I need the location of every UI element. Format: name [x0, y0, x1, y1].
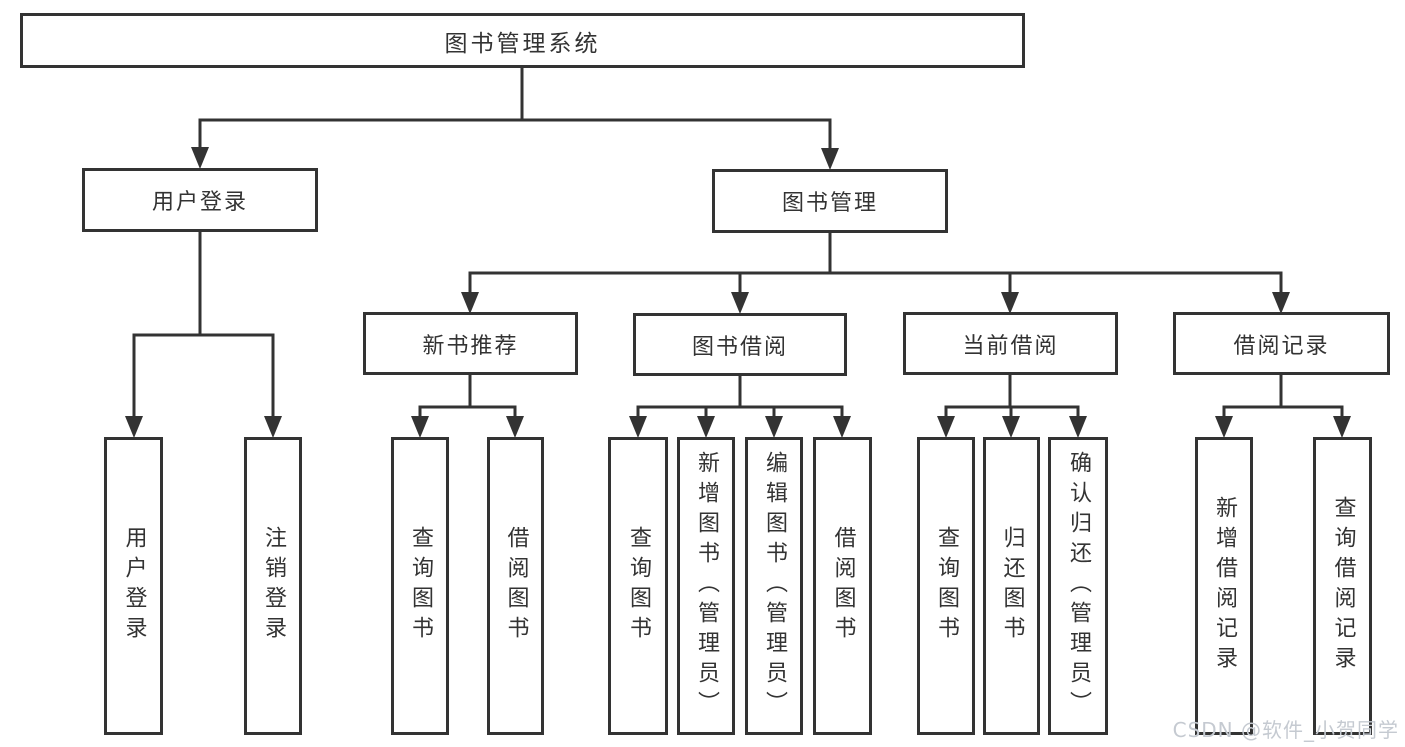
leaf-newbook-borrow-books: 借阅图书 [487, 437, 544, 735]
node-label: 借阅图书 [503, 526, 529, 646]
node-label: 用户登录 [151, 190, 248, 215]
node-label: 归还图书 [999, 526, 1025, 646]
leaf-current-confirm-return-admin: 确认归还（管理员） [1048, 437, 1108, 735]
leaf-logout: 注销登录 [244, 437, 302, 735]
node-label: 借阅图书 [830, 526, 856, 646]
node-label: 查询借阅记录 [1330, 496, 1356, 676]
node-book-borrow: 图书借阅 [633, 313, 847, 376]
node-label: 借阅记录 [1233, 333, 1330, 359]
node-user-login: 用户登录 [82, 168, 318, 232]
node-label: 注销登录 [261, 526, 286, 646]
leaf-records-query-record: 查询借阅记录 [1313, 437, 1372, 735]
node-label: 图书管理 [781, 191, 878, 216]
leaf-borrow-add-books-admin: 新增图书（管理员） [677, 437, 735, 735]
leaf-borrow-borrow-books: 借阅图书 [813, 437, 872, 735]
node-label: 图书借阅 [691, 334, 788, 360]
node-label: 查询图书 [408, 526, 433, 646]
leaf-current-query-books: 查询图书 [917, 437, 975, 735]
node-label: 新增图书（管理员） [694, 451, 719, 721]
leaf-newbook-query-books: 查询图书 [391, 437, 449, 735]
leaf-current-return-books: 归还图书 [983, 437, 1040, 735]
watermark: CSDN @软件_小贺同学 [1172, 718, 1399, 742]
node-root: 图书管理系统 [20, 13, 1025, 68]
node-label: 图书管理系统 [444, 30, 601, 57]
node-label: 编辑图书（管理员） [762, 451, 787, 721]
leaf-user-login: 用户登录 [104, 437, 163, 735]
leaf-borrow-query-books: 查询图书 [608, 437, 668, 735]
leaf-records-add-record: 新增借阅记录 [1195, 437, 1253, 735]
node-label: 确认归还（管理员） [1066, 451, 1091, 721]
node-label: 当前借阅 [962, 333, 1059, 359]
node-label: 查询图书 [934, 526, 959, 646]
node-label: 查询图书 [626, 526, 651, 646]
node-borrow-records: 借阅记录 [1173, 312, 1390, 375]
node-new-book-recommend: 新书推荐 [363, 312, 578, 375]
node-current-borrow: 当前借阅 [903, 312, 1118, 375]
node-book-management: 图书管理 [712, 169, 948, 233]
node-label: 新书推荐 [422, 333, 519, 359]
node-label: 用户登录 [121, 526, 147, 646]
node-label: 新增借阅记录 [1212, 496, 1237, 676]
leaf-borrow-edit-books-admin: 编辑图书（管理员） [745, 437, 803, 735]
